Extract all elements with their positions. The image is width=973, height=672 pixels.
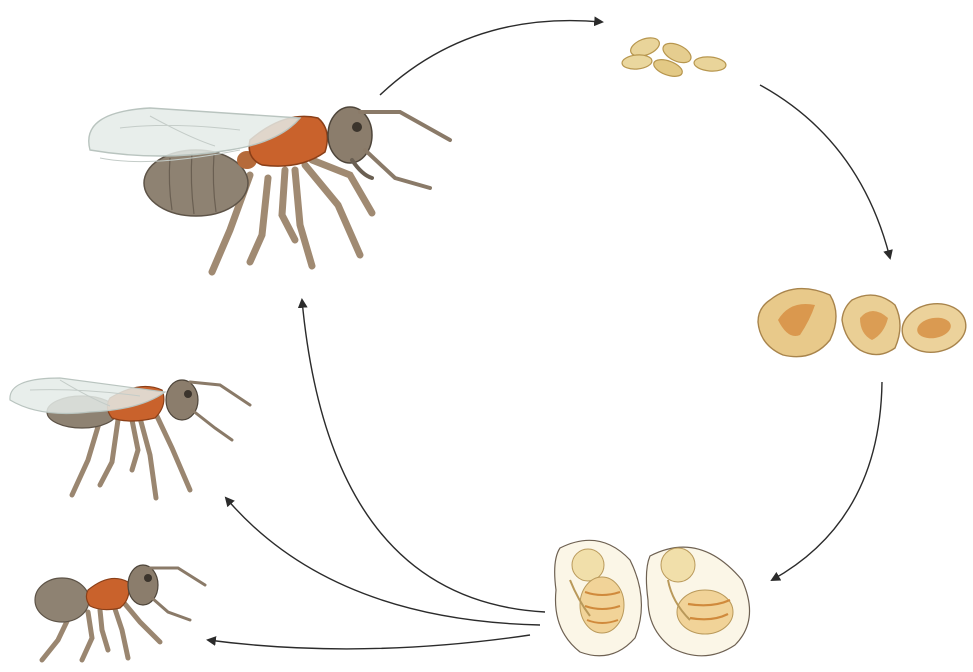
worker-ant-icon bbox=[35, 565, 205, 660]
arrow-pupae-to-worker bbox=[208, 635, 530, 649]
arrow-queen-to-eggs bbox=[380, 21, 602, 95]
arrow-pupae-to-male bbox=[226, 498, 540, 625]
arrow-eggs-to-larvae bbox=[760, 85, 890, 258]
ant-eggs-icon bbox=[621, 34, 726, 79]
arrow-pupae-to-queen bbox=[302, 300, 545, 612]
winged-queen-ant-icon bbox=[89, 107, 450, 272]
ant-pupae-icon bbox=[555, 540, 750, 656]
arrow-larvae-to-pupae bbox=[772, 382, 882, 580]
ant-larvae-icon bbox=[758, 289, 970, 358]
winged-male-ant-icon bbox=[10, 378, 250, 498]
